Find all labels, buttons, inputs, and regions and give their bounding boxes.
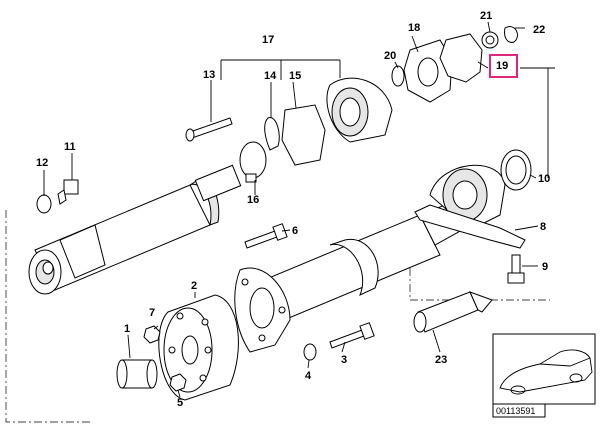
nut-5 [169, 373, 187, 392]
vehicle-thumbnail [492, 333, 596, 418]
callout-18: 18 [408, 22, 421, 34]
hose-clamp [239, 141, 267, 183]
callout-11: 11 [64, 141, 76, 153]
flange-18 [403, 39, 453, 103]
callout-21: 21 [480, 10, 493, 22]
callout-19-highlight-box [489, 54, 518, 78]
callout-7: 7 [149, 307, 156, 319]
shaft-flange [234, 267, 291, 353]
callout-15: 15 [289, 70, 302, 82]
callout-1: 1 [124, 323, 131, 335]
bolt-11 [57, 179, 79, 205]
assembly-outline-left [5, 210, 90, 423]
front-shaft [28, 164, 242, 295]
washer-4 [303, 343, 317, 361]
callout-10: 10 [538, 173, 551, 185]
nut-7 [143, 325, 161, 344]
circlip-22 [504, 26, 518, 43]
seal-19 [439, 33, 483, 83]
bushing [116, 359, 158, 389]
bolt-9 [507, 254, 525, 284]
callout-20: 20 [384, 50, 397, 62]
callout-23: 23 [435, 354, 448, 366]
center-bearing [414, 164, 526, 249]
lock-ring [391, 65, 405, 87]
washer-12 [36, 194, 52, 214]
callout-3: 3 [341, 354, 348, 366]
assembly-outline-right [409, 220, 550, 301]
callout-8: 8 [540, 221, 547, 233]
callout-5: 5 [177, 397, 184, 409]
bolt-6 [244, 223, 288, 249]
callout-19: 19 [496, 60, 509, 72]
callout-14: 14 [264, 70, 277, 82]
grease-tube [413, 291, 493, 333]
bolt-13 [185, 117, 233, 142]
diagram-code: 00113591 [496, 406, 536, 416]
callout-6: 6 [292, 225, 299, 237]
bolt-3 [329, 322, 375, 349]
dust-ring [500, 149, 532, 191]
flex-disc [158, 294, 239, 401]
retaining-plate [264, 117, 280, 151]
joint-flange [326, 77, 393, 143]
callout-16: 16 [247, 194, 260, 206]
callout-13: 13 [203, 69, 216, 81]
gasket-15 [281, 104, 326, 166]
nut-21 [481, 31, 499, 49]
callout-2: 2 [191, 280, 198, 292]
callout-22: 22 [533, 24, 546, 36]
callout-12: 12 [36, 157, 49, 169]
callout-17: 17 [262, 34, 275, 46]
leader-lines [43, 21, 539, 398]
callout-4: 4 [305, 370, 312, 382]
callout-9: 9 [542, 261, 549, 273]
